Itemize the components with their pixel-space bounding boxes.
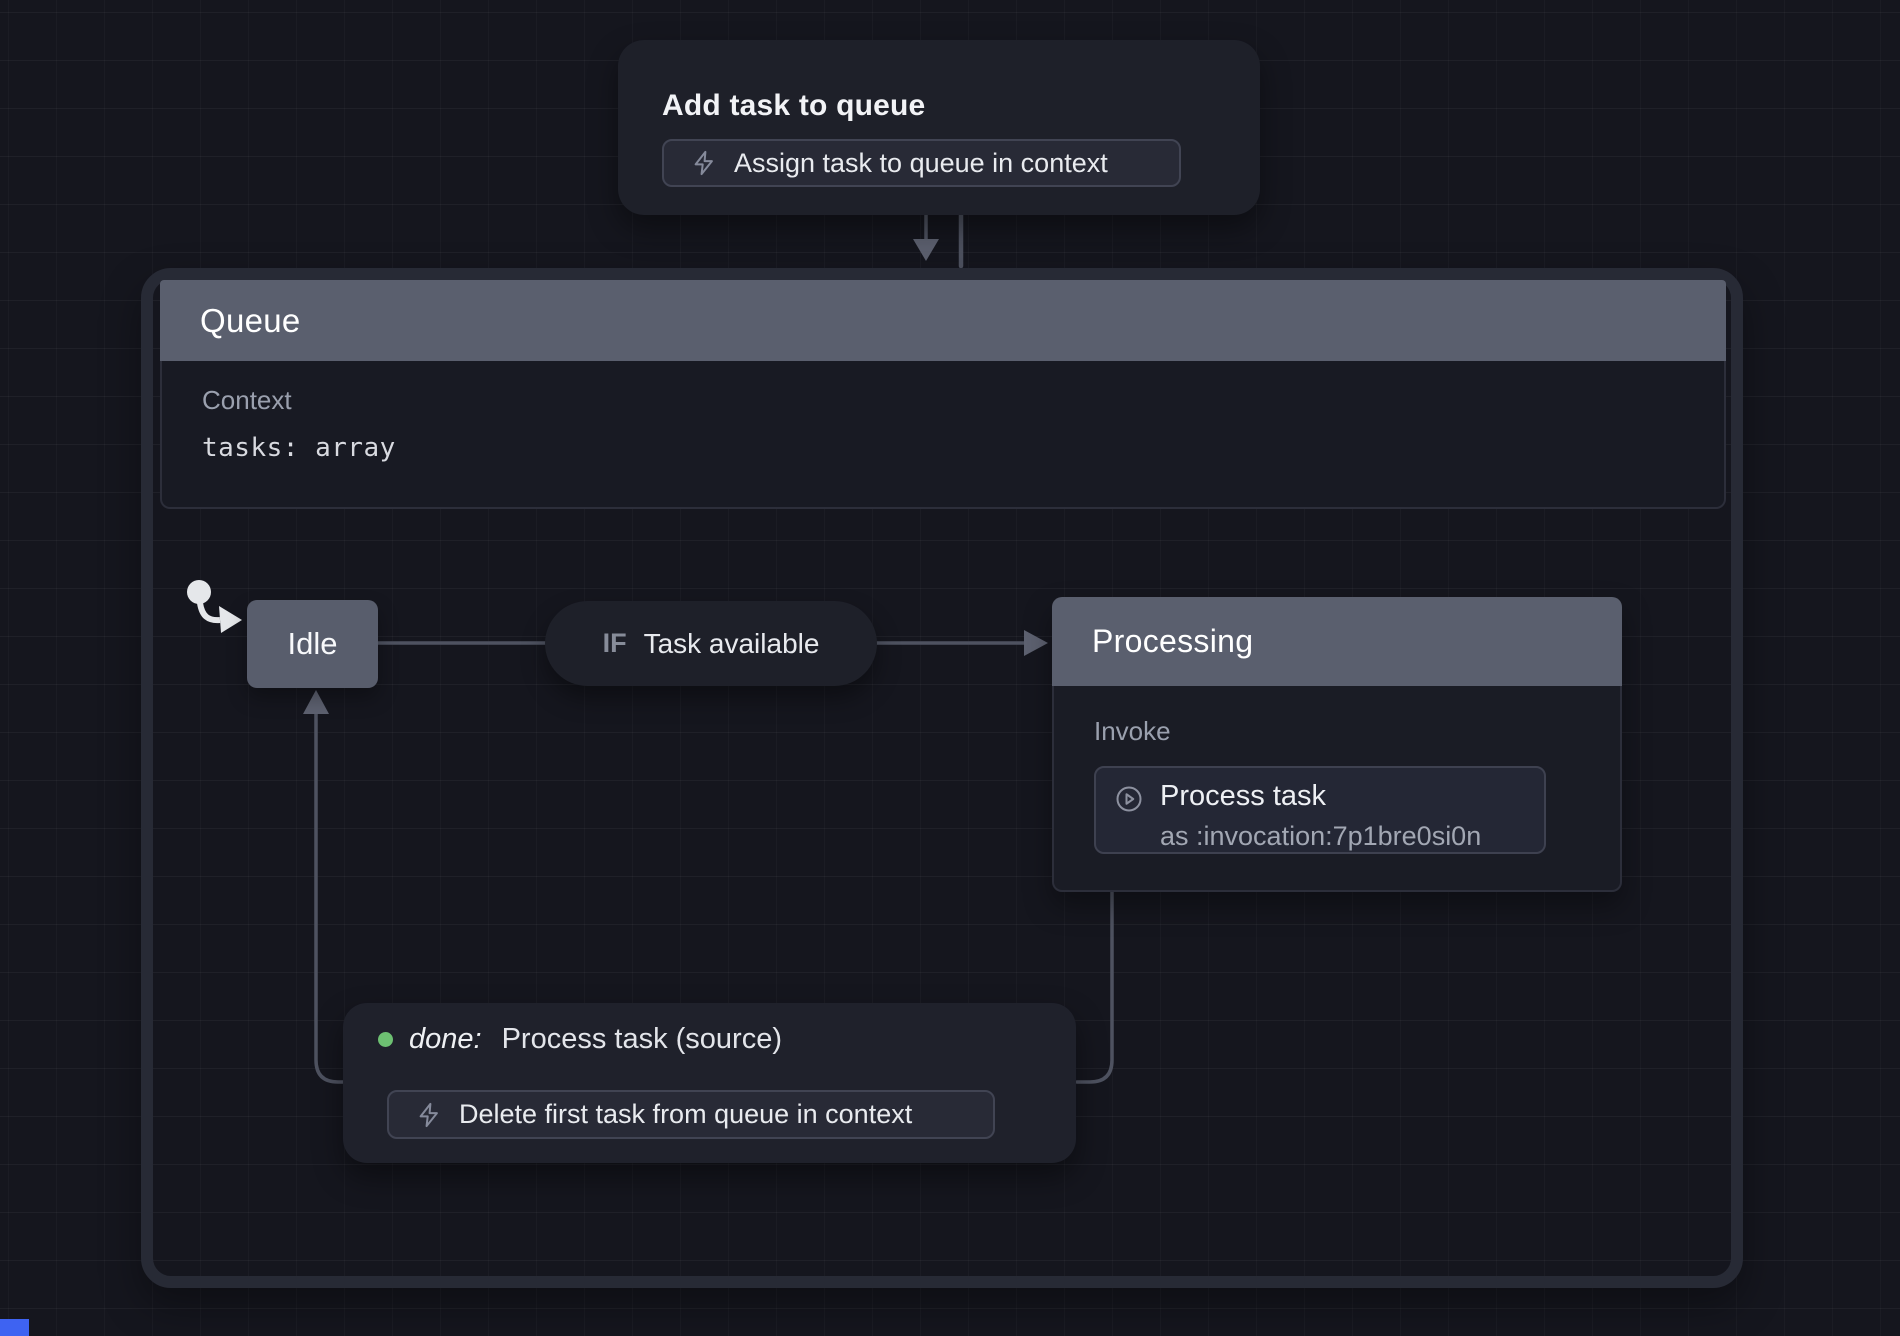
invoke-id: as :invocation:7p1bre0si0n: [1160, 821, 1482, 851]
invoke-card[interactable]: Process task as :invocation:7p1bre0si0n: [1094, 766, 1546, 854]
delete-action-label: Delete first task from queue in context: [459, 1099, 913, 1129]
machine-header[interactable]: Queue: [160, 280, 1726, 361]
machine-boundary[interactable]: [141, 268, 1743, 1288]
context-value: tasks: array: [202, 433, 396, 463]
state-idle[interactable]: Idle: [247, 600, 378, 688]
guard-keyword: IF: [602, 628, 627, 658]
initial-state-dot: [187, 580, 211, 604]
edge-arrowheads: [303, 239, 1048, 714]
state-processing-header[interactable]: Processing: [1052, 597, 1622, 686]
state-processing[interactable]: Processing Invoke Process task as :invoc…: [1052, 597, 1622, 892]
done-event-row: done: Process task (source): [378, 1023, 782, 1056]
bolt-icon: [690, 149, 718, 177]
context-label: Context: [202, 385, 292, 415]
done-source-label: Process task (source): [501, 1023, 782, 1055]
edge-lines: [314, 211, 1114, 1084]
state-processing-label: Processing: [1092, 623, 1254, 659]
play-circle-icon: [1114, 784, 1144, 814]
guard-label: Task available: [643, 627, 820, 659]
initial-state-curve: [197, 602, 221, 624]
machine-title: Queue: [200, 301, 301, 339]
done-keyword: done:: [409, 1023, 482, 1055]
assign-action-label: Assign task to queue in context: [734, 147, 1108, 178]
edge-done-to-idle: [314, 706, 346, 1084]
state-processing-body: Invoke Process task as :invocation:7p1br…: [1052, 686, 1622, 892]
machine-context-box[interactable]: Context tasks: array: [160, 361, 1726, 509]
arrowhead-right-icon: [1024, 630, 1048, 656]
arrowhead-down-icon: [913, 239, 939, 261]
delete-action-pill[interactable]: Delete first task from queue in context: [387, 1090, 995, 1139]
guard-pill-task-available[interactable]: IF Task available: [545, 601, 877, 686]
initial-arrowhead-icon: [219, 606, 242, 633]
arrowhead-up-icon: [303, 690, 329, 714]
assign-action-pill[interactable]: Assign task to queue in context: [662, 139, 1181, 187]
state-idle-label: Idle: [287, 626, 338, 661]
event-title: Add task to queue: [662, 89, 926, 122]
invoke-source-name: Process task: [1160, 780, 1326, 812]
event-node-done[interactable]: done: Process task (source) Delete first…: [343, 1003, 1076, 1163]
initial-state-marker: [187, 580, 242, 633]
bolt-icon: [415, 1101, 443, 1129]
edge-processing-to-done: [1075, 890, 1114, 1084]
invoke-section-label: Invoke: [1094, 716, 1171, 746]
done-status-dot: [378, 1032, 393, 1047]
corner-artifact: [0, 1319, 29, 1336]
event-node-add-task[interactable]: Add task to queue Assign task to queue i…: [618, 40, 1260, 215]
